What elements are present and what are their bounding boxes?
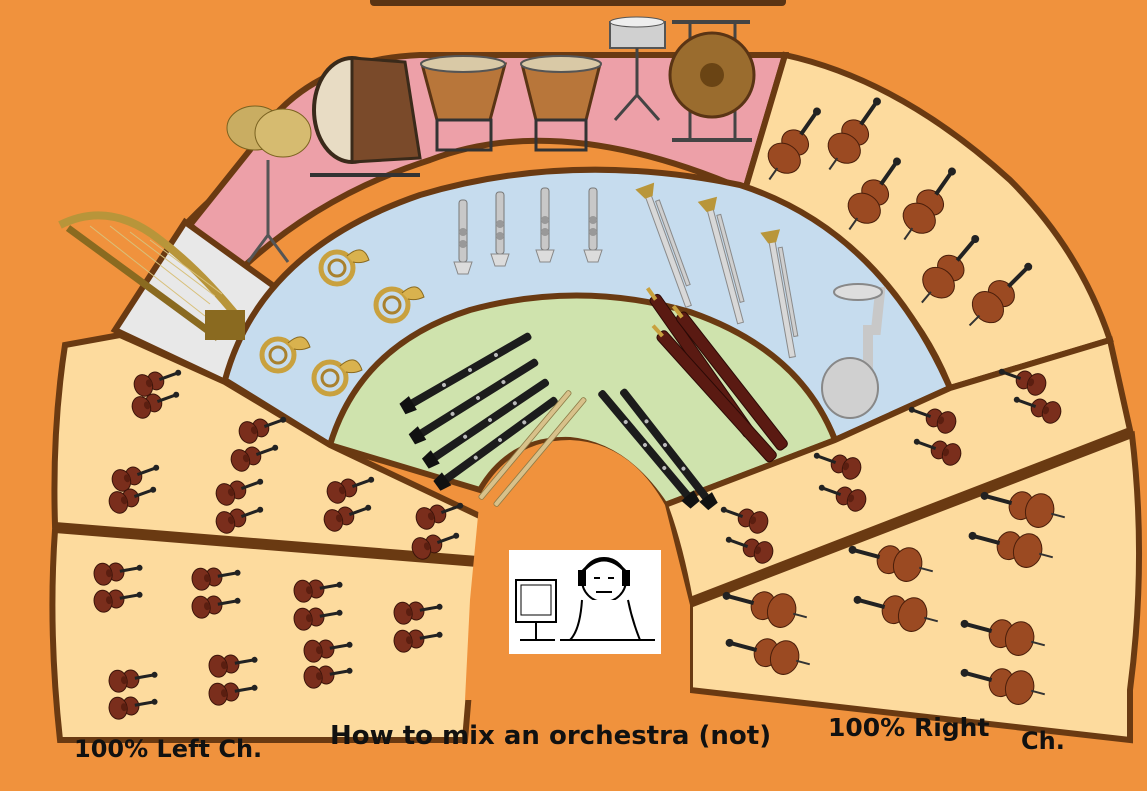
first-violins-section — [51, 331, 509, 564]
listener-with-headphones-icon — [509, 550, 661, 654]
timpani-icon — [420, 55, 602, 152]
harp-icon — [58, 211, 245, 341]
violas-section — [661, 336, 1134, 605]
page-title: How to mix an orchestra (not) — [330, 721, 772, 751]
right-channel-label-suffix: Ch. — [1021, 727, 1065, 755]
cymbals-icon — [226, 105, 312, 263]
left-channel-label: 100% Left Ch. — [74, 735, 263, 763]
second-violins-section — [49, 526, 494, 743]
bass-drum-icon — [310, 56, 422, 177]
top-banner-strip — [370, 0, 786, 6]
right-channel-label: 100% Right — [828, 713, 990, 742]
gong-icon — [668, 20, 756, 142]
snare-drum-icon — [609, 16, 666, 121]
tuba-icon — [821, 283, 886, 419]
